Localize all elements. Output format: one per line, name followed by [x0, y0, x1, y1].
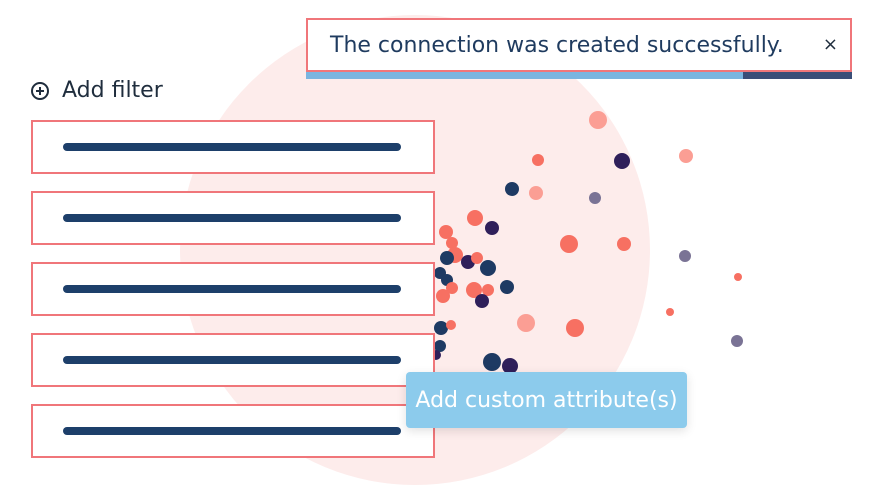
filter-placeholder-bar [63, 427, 401, 435]
filter-row[interactable] [31, 262, 435, 316]
scatter-dot [446, 237, 458, 249]
scatter-dot [436, 289, 450, 303]
add-filter-button[interactable]: Add filter [31, 78, 163, 103]
scatter-dot [446, 282, 458, 294]
scatter-dot [446, 320, 456, 330]
close-icon[interactable]: × [822, 34, 838, 55]
scatter-dot [505, 182, 519, 196]
scatter-dots [425, 111, 743, 374]
scatter-dot [475, 294, 489, 308]
add-custom-attribute-button[interactable]: Add custom attribute(s) [406, 372, 687, 428]
scatter-dot [482, 284, 494, 296]
filter-placeholder-bar [63, 285, 401, 293]
scatter-dot [439, 225, 453, 239]
add-filter-label: Add filter [62, 78, 163, 103]
toast-progress-bar [306, 72, 852, 79]
scatter-dot [434, 340, 446, 352]
scatter-dot [566, 319, 584, 337]
filter-row[interactable] [31, 404, 435, 458]
scatter-dot [467, 210, 483, 226]
plus-circle-icon [31, 81, 49, 100]
scatter-dot [532, 154, 544, 166]
success-toast: The connection was created successfully.… [306, 18, 852, 72]
filter-row[interactable] [31, 120, 435, 174]
filter-placeholder-bar [63, 143, 401, 151]
scatter-dot [483, 353, 501, 371]
scatter-dot [666, 308, 674, 316]
scatter-dot [734, 273, 742, 281]
scatter-dot [679, 149, 693, 163]
scatter-dot [517, 314, 535, 332]
scatter-dot [731, 335, 743, 347]
scatter-dot [502, 358, 518, 374]
scatter-dot [440, 251, 454, 265]
filter-row[interactable] [31, 333, 435, 387]
scatter-dot [589, 192, 601, 204]
scatter-dot [617, 237, 631, 251]
scatter-dot [679, 250, 691, 262]
scatter-dot [500, 280, 514, 294]
scatter-dot [529, 186, 543, 200]
scatter-dot [471, 252, 483, 264]
toast-progress-fill [306, 72, 743, 79]
scatter-dot [614, 153, 630, 169]
scatter-dot [485, 221, 499, 235]
scatter-dot [589, 111, 607, 129]
filter-row[interactable] [31, 191, 435, 245]
scatter-dot [480, 260, 496, 276]
filter-placeholder-bar [63, 356, 401, 364]
scatter-dot [434, 321, 448, 335]
filter-placeholder-bar [63, 214, 401, 222]
scatter-dot [560, 235, 578, 253]
scatter-dot [466, 282, 482, 298]
toast-message: The connection was created successfully. [330, 32, 784, 58]
